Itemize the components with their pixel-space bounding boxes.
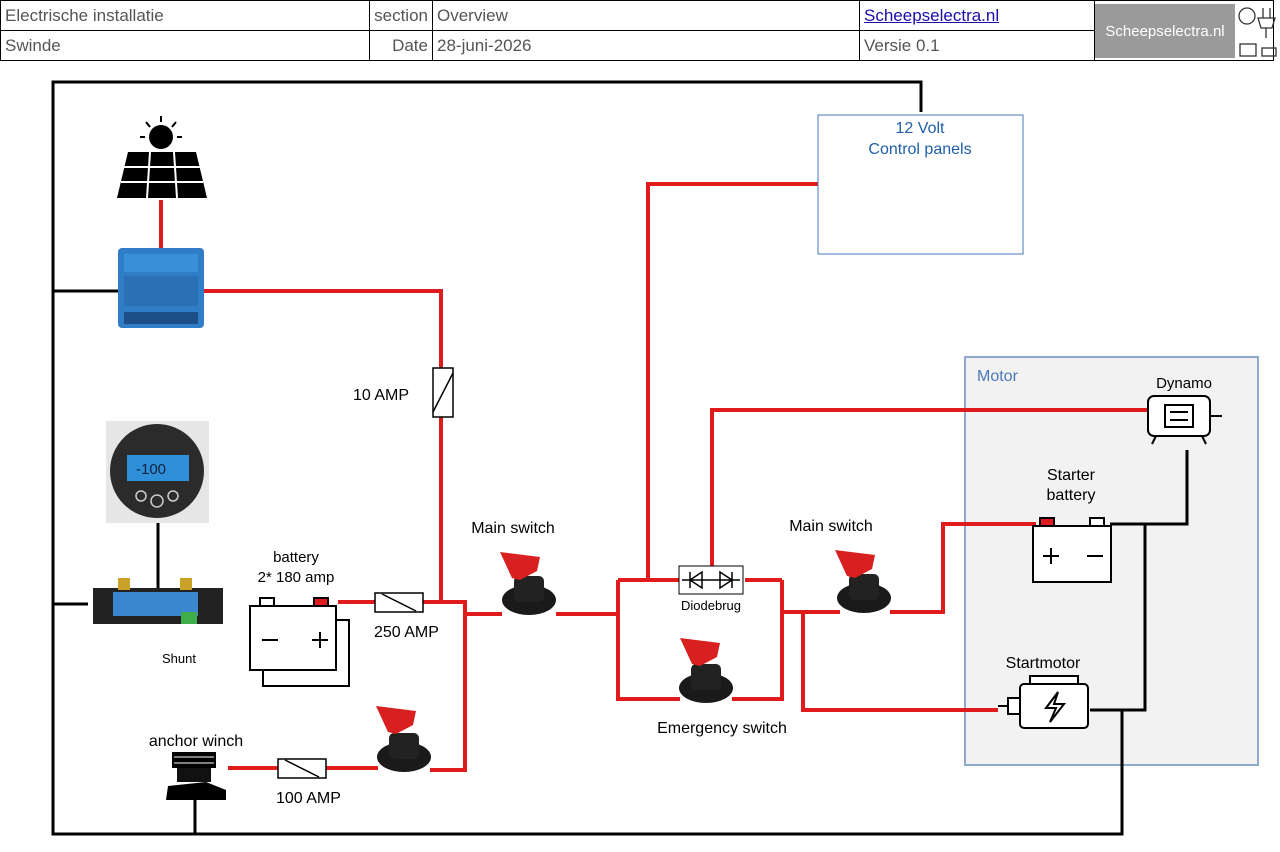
version: Versie 0.1 xyxy=(859,30,1095,61)
main-switch-1-label: Main switch xyxy=(471,520,555,537)
diode-bridge-icon xyxy=(678,565,744,595)
emergency-label: Emergency switch xyxy=(657,720,787,737)
house-battery-icon xyxy=(249,597,350,687)
fuse-10-icon xyxy=(432,367,454,418)
startmotor-label: Startmotor xyxy=(1006,655,1081,672)
doc-subtitle: Swinde xyxy=(0,30,370,61)
section-label: section xyxy=(369,0,433,31)
anchor-winch-icon xyxy=(166,752,226,800)
control-panel-label-2: Control panels xyxy=(868,141,971,158)
main-switch-2-label: Main switch xyxy=(789,518,873,535)
battery-monitor-icon: -100 xyxy=(106,421,209,523)
fuse-100-label: 100 AMP xyxy=(276,790,341,807)
solar-panel-icon xyxy=(117,116,207,199)
starter-battery-icon xyxy=(1032,517,1112,583)
fuse-250-label: 250 AMP xyxy=(374,624,439,641)
shunt-icon xyxy=(93,578,223,624)
positive-wiring xyxy=(159,182,1148,772)
emergency-switch-icon xyxy=(679,638,733,703)
battery-label-2: 2* 180 amp xyxy=(258,569,335,586)
negative-wiring xyxy=(51,80,1189,836)
doc-title: Electrische installatie xyxy=(0,0,370,31)
dynamo-icon xyxy=(1147,395,1222,445)
anchor-label: anchor winch xyxy=(149,733,243,750)
battery-switches xyxy=(376,550,891,772)
control-panel-label-1: 12 Volt xyxy=(896,120,945,137)
date-label: Date xyxy=(369,30,433,61)
title-block: Electrische installatie section Overview… xyxy=(0,0,1280,62)
battery-label-1: battery xyxy=(273,549,319,566)
date-value: 28-juni-2026 xyxy=(432,30,860,61)
starter-label-1: Starter xyxy=(1047,467,1096,484)
main-switch-2-icon xyxy=(835,550,891,613)
starter-label-2: battery xyxy=(1047,487,1096,504)
shunt-label: Shunt xyxy=(162,651,196,666)
control-panel-box xyxy=(817,114,1024,255)
monitor-readout: -100 xyxy=(136,461,166,478)
fuse-10-label: 10 AMP xyxy=(353,387,409,404)
fuses xyxy=(277,367,454,779)
motor-label: Motor xyxy=(977,368,1019,385)
diode-label: Diodebrug xyxy=(681,598,741,613)
dynamo-label: Dynamo xyxy=(1156,375,1212,392)
startmotor-icon xyxy=(998,675,1089,729)
fuse-250-icon xyxy=(374,592,424,613)
site-link[interactable]: Scheepselectra.nl xyxy=(864,5,1000,25)
fuse-100-icon xyxy=(277,758,327,779)
brand-logo: Scheepselectra.nl xyxy=(1095,4,1235,58)
mppt-controller-icon xyxy=(118,248,204,328)
anchor-switch-icon xyxy=(376,706,431,772)
main-switch-1-icon xyxy=(500,552,556,615)
